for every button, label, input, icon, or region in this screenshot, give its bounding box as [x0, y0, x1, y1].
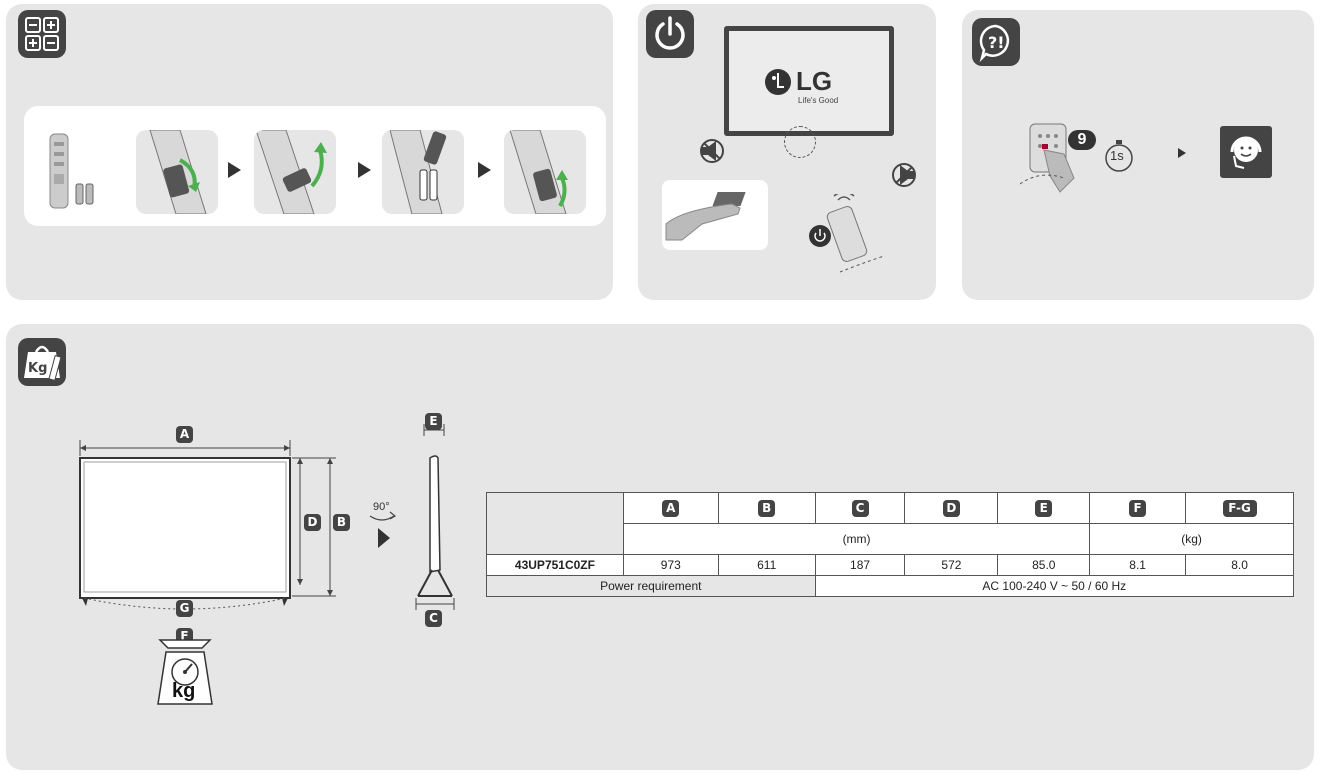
number-key-badge: 9	[1068, 130, 1096, 150]
battery-badge-icon	[18, 10, 66, 58]
step-arrow-icon	[1178, 148, 1186, 158]
lg-tagline: Life's Good	[798, 96, 839, 105]
dim-label-g: G	[176, 600, 193, 617]
value-c: 187	[814, 554, 906, 576]
tv-side-diagram	[415, 424, 455, 610]
power-panel: LG Life's Good	[638, 4, 936, 300]
dim-label-c: C	[425, 610, 442, 627]
tv-screen: LG Life's Good	[724, 26, 894, 136]
rotate-icon	[369, 511, 397, 548]
support-agent-icon	[1220, 126, 1272, 178]
unit-kg: (kg)	[1089, 523, 1294, 555]
unit-mm: (mm)	[622, 523, 1091, 555]
header-a: A	[622, 492, 719, 524]
power-label-cell: Power requirement	[486, 575, 816, 597]
header-f: F	[1089, 492, 1187, 524]
tv-front-diagram	[79, 440, 336, 610]
value-f-g: 8.0	[1185, 554, 1294, 576]
lg-brand: LG	[796, 66, 833, 96]
question-badge-icon: ?!	[972, 18, 1020, 66]
value-f: 8.1	[1089, 554, 1187, 576]
power-badge-icon	[646, 10, 694, 58]
timer-icon	[1105, 140, 1133, 172]
power-value-cell: AC 100-240 V ~ 50 / 60 Hz	[814, 575, 1295, 597]
step-arrow-icon	[228, 162, 241, 178]
header-f-g: F-G	[1185, 492, 1294, 524]
battery-step-2	[254, 130, 336, 214]
mute-left-icon	[700, 139, 724, 163]
power-button-marker	[784, 126, 816, 158]
step-arrow-icon	[358, 162, 371, 178]
spec-table: A B C D E F F-G (mm) (kg) 43UP751C0ZF 97…	[486, 492, 1295, 597]
battery-step-3	[382, 130, 464, 214]
value-b: 611	[717, 554, 816, 576]
weight-scale-icon	[157, 639, 213, 705]
battery-step-4	[504, 130, 586, 214]
weight-badge-icon: Kg	[18, 338, 66, 386]
support-panel: ?! 9 1s	[962, 10, 1314, 300]
press-button-illustration	[662, 180, 768, 250]
header-d: D	[904, 492, 999, 524]
mute-right-icon	[892, 163, 916, 187]
svg-text:Kg: Kg	[28, 361, 47, 376]
table-corner-cell	[486, 492, 624, 555]
rotation-label: 90°	[373, 501, 390, 513]
battery-panel	[6, 4, 613, 300]
step-arrow-icon	[478, 162, 491, 178]
header-c: C	[814, 492, 906, 524]
value-d: 572	[904, 554, 999, 576]
hold-time-label: 1s	[1110, 148, 1124, 163]
dim-label-b: B	[333, 514, 350, 531]
dim-label-d: D	[304, 514, 321, 531]
dim-label-e: E	[425, 413, 442, 430]
battery-step-1	[136, 130, 218, 214]
model-cell: 43UP751C0ZF	[486, 554, 624, 576]
svg-text:?!: ?!	[988, 33, 1005, 52]
scale-unit-label: kg	[172, 680, 196, 702]
remote-hold-icon	[1020, 123, 1075, 193]
header-e: E	[997, 492, 1091, 524]
value-a: 973	[622, 554, 719, 576]
lg-face-icon	[765, 69, 791, 95]
battery-steps-strip	[24, 106, 606, 226]
value-e: 85.0	[997, 554, 1091, 576]
lg-logo: LG Life's Good	[764, 66, 864, 106]
header-b: B	[717, 492, 816, 524]
remote-power-icon	[809, 194, 885, 273]
dim-label-a: A	[176, 426, 193, 443]
remote-with-batteries-icon	[49, 133, 94, 209]
